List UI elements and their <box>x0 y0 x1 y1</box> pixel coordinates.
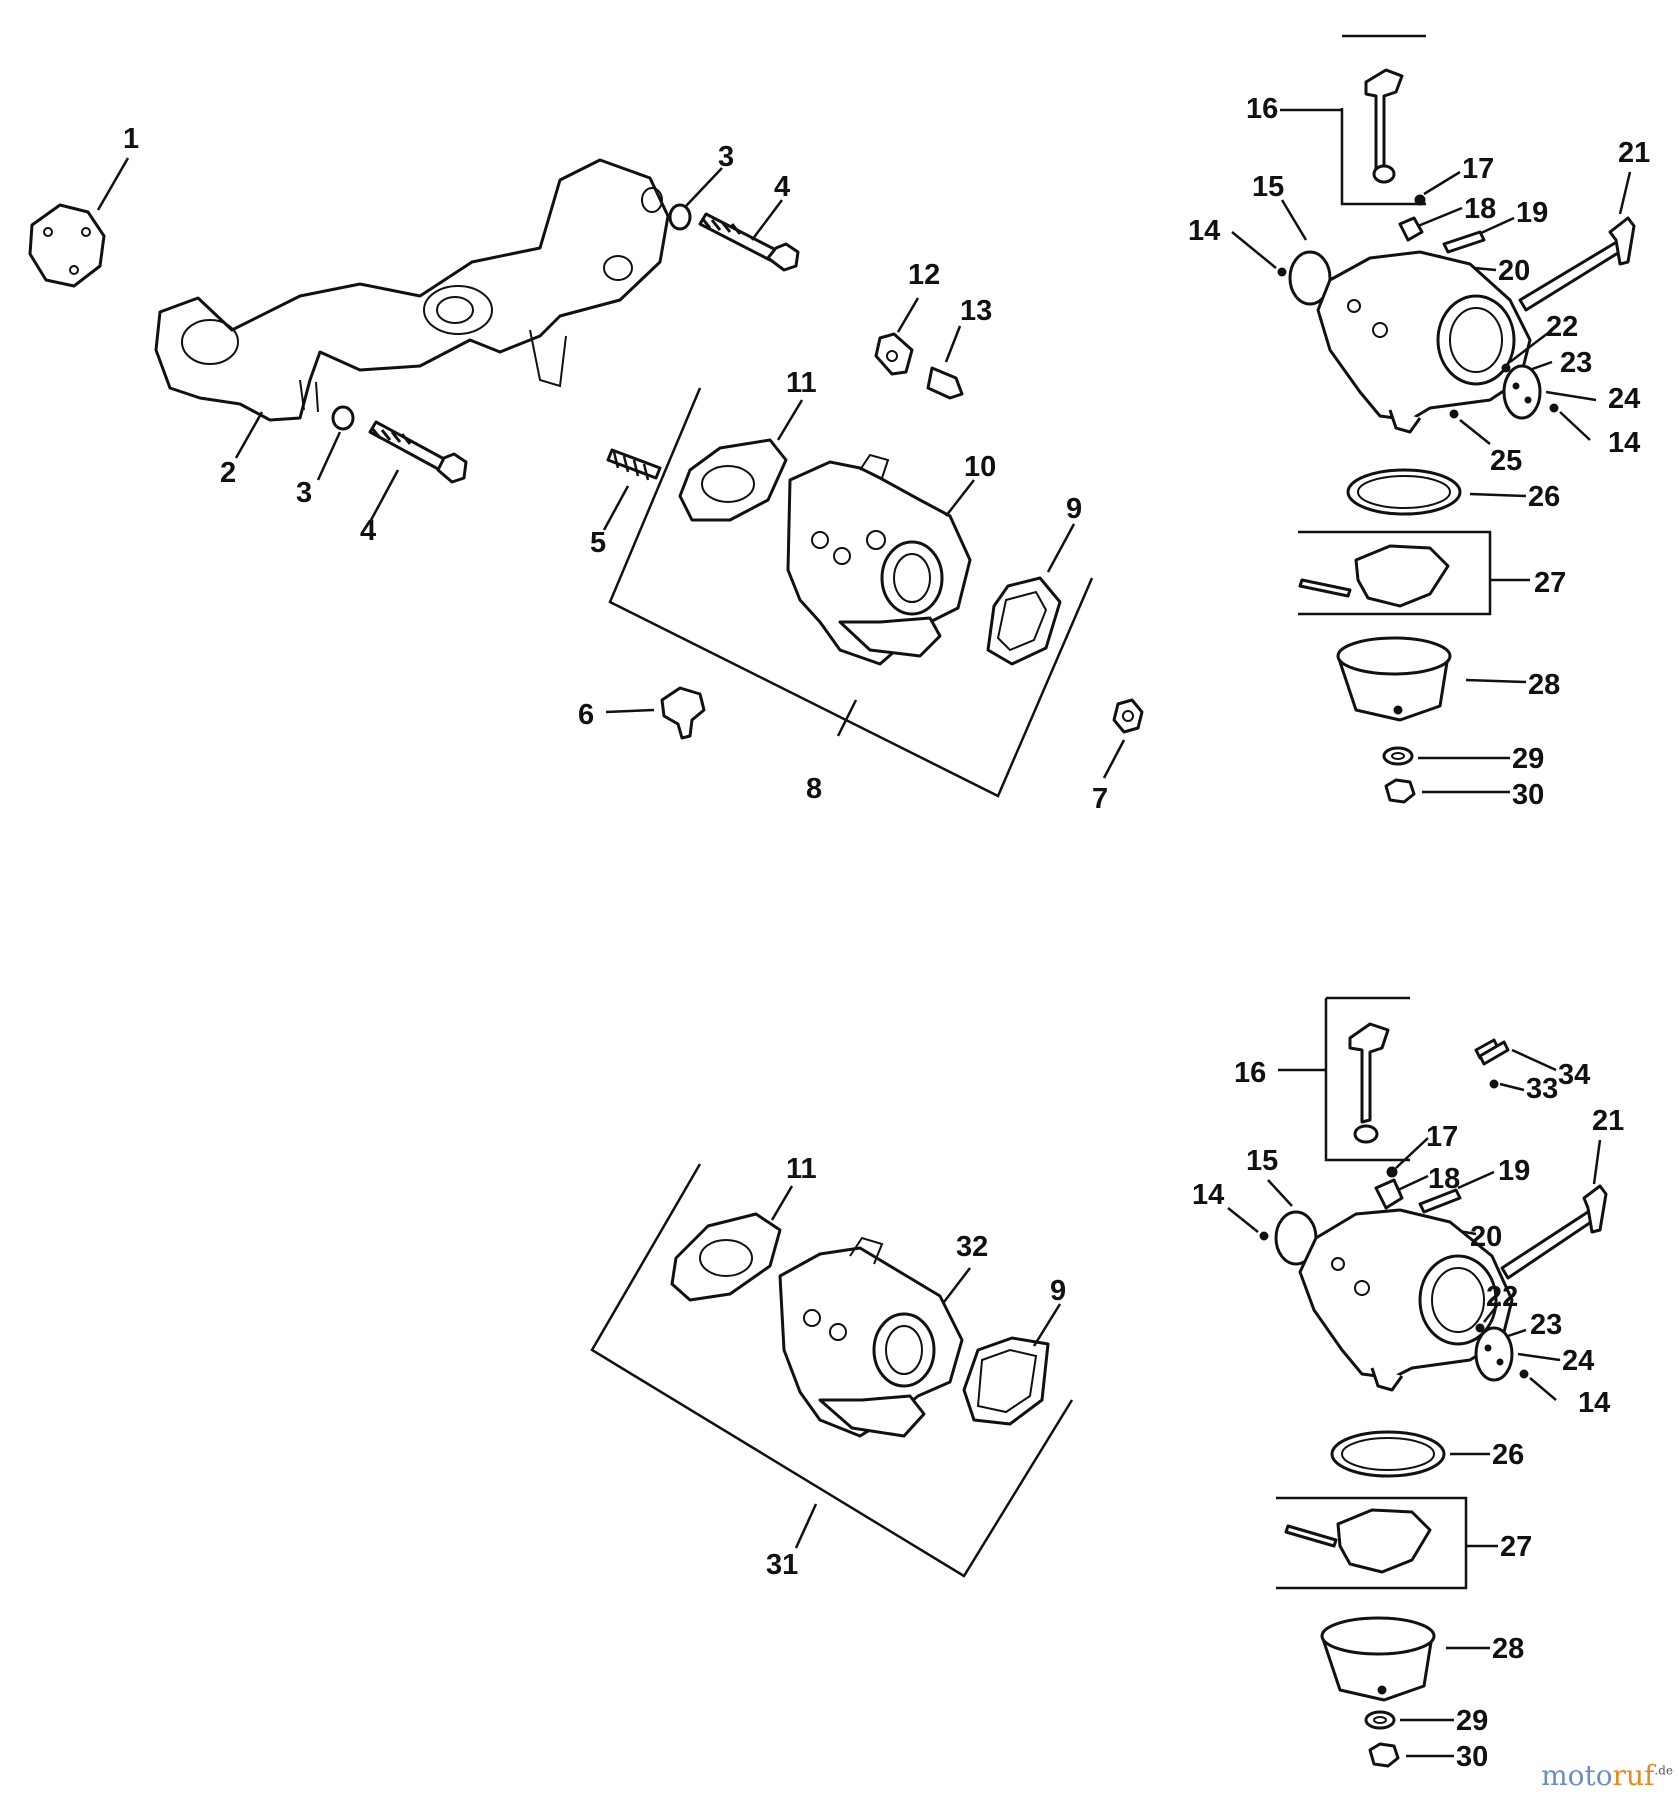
callout-33: 33 <box>1526 1073 1558 1105</box>
callout-9-top: 9 <box>1066 493 1082 525</box>
callout-30: 30 <box>1512 779 1544 811</box>
callout-25: 25 <box>1490 445 1522 477</box>
part-elbow-6 <box>660 686 706 740</box>
callout-8: 8 <box>806 773 822 805</box>
site-watermark: motoruf.de <box>1541 1759 1673 1792</box>
callout-29: 29 <box>1512 743 1544 775</box>
callout-10: 10 <box>964 451 996 483</box>
part-gasket-9-top <box>986 576 1062 666</box>
callout-14-d: 14 <box>1578 1387 1610 1419</box>
watermark-tld: .de <box>1654 1763 1673 1778</box>
callout-1: 1 <box>123 123 139 155</box>
callout-3-top: 3 <box>718 141 734 173</box>
callout-23: 23 <box>1560 347 1592 379</box>
callout-26: 26 <box>1528 481 1560 513</box>
callout-24-bottom: 24 <box>1562 1345 1594 1377</box>
callout-20-bottom: 20 <box>1470 1221 1502 1253</box>
callout-27: 27 <box>1534 567 1566 599</box>
callout-9-bottom: 9 <box>1050 1275 1066 1307</box>
part-bolt-4-bottom <box>368 420 468 484</box>
callout-13: 13 <box>960 295 992 327</box>
callout-3-bottom: 3 <box>296 477 312 509</box>
callout-31: 31 <box>766 1549 798 1581</box>
callout-22-bottom: 22 <box>1486 1281 1518 1313</box>
part-gasket-11-bottom <box>670 1212 782 1302</box>
part-carburetor-32 <box>778 1236 964 1438</box>
part-intake-manifold-2 <box>154 158 670 422</box>
callout-14-b: 14 <box>1608 427 1640 459</box>
callout-27-bottom: 27 <box>1500 1531 1532 1563</box>
callout-14-a: 14 <box>1188 215 1220 247</box>
callout-15-bottom: 15 <box>1246 1145 1278 1177</box>
callout-16: 16 <box>1246 93 1278 125</box>
part-bolt-4-top <box>698 212 800 272</box>
callout-18: 18 <box>1464 193 1496 225</box>
callout-28: 28 <box>1528 669 1560 701</box>
callout-22: 22 <box>1546 311 1578 343</box>
callout-30-bottom: 30 <box>1456 1741 1488 1773</box>
callout-24: 24 <box>1608 383 1640 415</box>
callout-20: 20 <box>1498 255 1530 287</box>
part-fitting-12 <box>874 332 914 376</box>
callout-26-bottom: 26 <box>1492 1439 1524 1471</box>
callout-labels: 1 2 3 3 4 4 5 6 7 8 9 10 11 12 13 14 14 … <box>123 93 1650 1773</box>
callout-11-top: 11 <box>786 367 817 399</box>
callout-5: 5 <box>590 527 606 559</box>
group-bottom-right-carburetor <box>1227 996 1608 1768</box>
part-nut-7 <box>1112 698 1144 734</box>
part-carburetor-10 <box>786 453 972 666</box>
watermark-text-part1: moto <box>1541 1759 1613 1792</box>
callout-17-bottom: 17 <box>1426 1121 1458 1153</box>
callout-4-top: 4 <box>774 171 790 203</box>
callout-18-bottom: 18 <box>1428 1163 1460 1195</box>
callout-6: 6 <box>578 699 594 731</box>
part-washer-3-bottom <box>331 405 355 431</box>
callout-11-bottom: 11 <box>786 1153 817 1185</box>
callout-4-bottom: 4 <box>360 515 376 547</box>
callout-17: 17 <box>1462 153 1494 185</box>
callout-23-bottom: 23 <box>1530 1309 1562 1341</box>
callout-19: 19 <box>1516 197 1548 229</box>
callout-29-bottom: 29 <box>1456 1705 1488 1737</box>
callout-28-bottom: 28 <box>1492 1633 1524 1665</box>
callout-7: 7 <box>1092 783 1108 815</box>
callout-19-bottom: 19 <box>1498 1155 1530 1187</box>
part-gasket-9-bottom <box>962 1336 1050 1426</box>
callout-2: 2 <box>220 457 236 489</box>
callout-15: 15 <box>1252 171 1284 203</box>
callout-32: 32 <box>956 1231 988 1263</box>
part-gasket-11-top <box>678 438 788 522</box>
part-screw-13 <box>926 366 964 400</box>
callout-12: 12 <box>908 259 940 291</box>
part-stud-5 <box>606 448 662 481</box>
group-top-right-carburetor <box>1231 34 1636 804</box>
callout-14-c: 14 <box>1192 1179 1224 1211</box>
callout-34: 34 <box>1558 1059 1590 1091</box>
part-gasket-1 <box>28 203 106 288</box>
callout-16-bottom: 16 <box>1234 1057 1266 1089</box>
part-washer-3-top <box>668 203 692 231</box>
callout-21-bottom: 21 <box>1592 1105 1624 1137</box>
callout-21: 21 <box>1618 137 1650 169</box>
watermark-text-part2: ruf <box>1612 1759 1655 1792</box>
